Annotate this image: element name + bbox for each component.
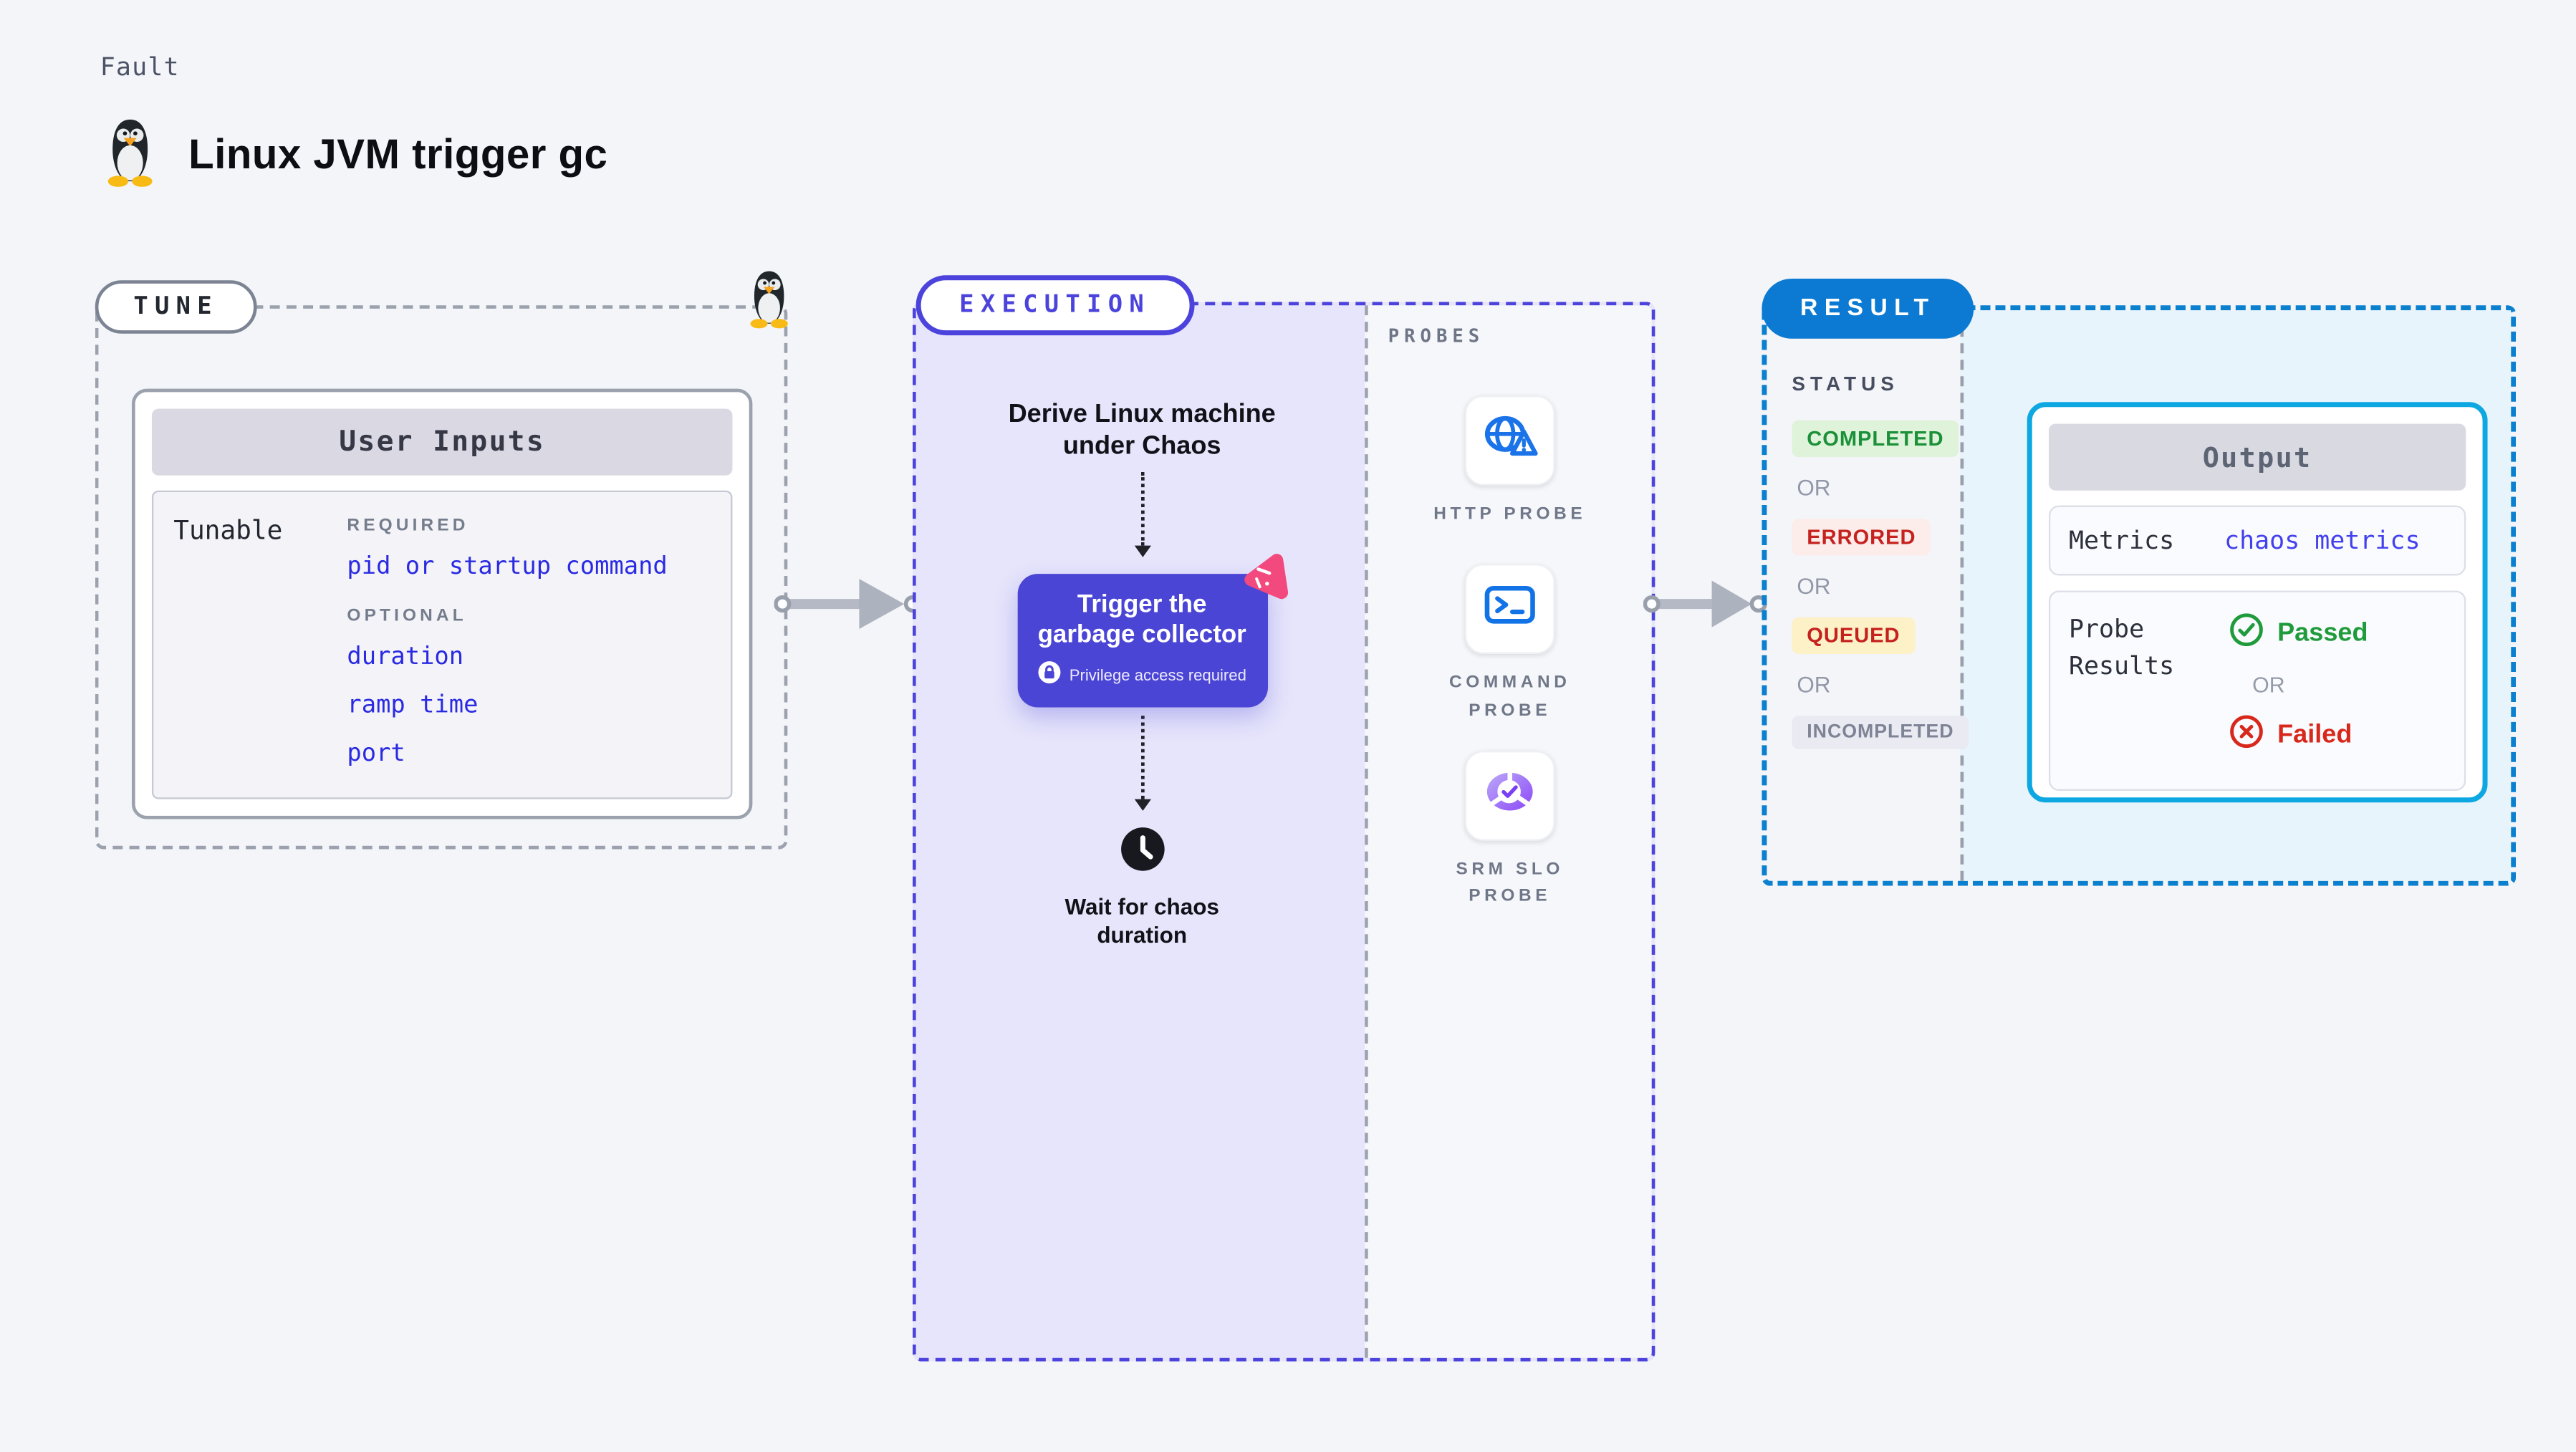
tunable-link: pid or startup command	[347, 554, 668, 581]
flow-arrow-tune-to-execution	[774, 579, 921, 630]
or-label: OR	[1797, 475, 1831, 501]
globe-alert-icon	[1481, 413, 1538, 468]
metrics-value: chaos metrics	[2224, 525, 2421, 556]
probe-item-command: COMMAND PROBE	[1423, 564, 1597, 723]
tunable-link: port	[347, 741, 405, 768]
probe-caption: COMMAND PROBE	[1448, 673, 1571, 721]
or-label: OR	[2252, 672, 2285, 698]
result-section: RESULT STATUS COMPLETED OR ERRORED OR QU…	[1762, 278, 2517, 886]
dotted-connector	[1140, 471, 1144, 546]
status-badge-completed: COMPLETED	[1792, 420, 1959, 458]
output-title: Output	[2049, 423, 2466, 491]
fault-kicker: Fault	[100, 52, 180, 82]
probe-card	[1464, 564, 1555, 655]
optional-label: OPTIONAL	[347, 605, 467, 626]
trigger-gc-title: Trigger the garbage collector	[1037, 590, 1246, 649]
status-badge-errored: ERRORED	[1792, 519, 1931, 556]
status-column: STATUS COMPLETED OR ERRORED OR QUEUED OR…	[1767, 310, 1969, 749]
status-badge-queued: QUEUED	[1792, 617, 1916, 654]
wait-duration-text: Wait for chaos duration	[1064, 893, 1219, 948]
output-card: Output Metrics chaos metrics Probe Resul…	[2027, 402, 2488, 803]
dotted-connector	[1140, 715, 1144, 799]
tunable-table: Tunable REQUIRED pid or startup command …	[151, 490, 733, 799]
flow-arrow-execution-to-result	[1643, 580, 1767, 628]
fault-title-row: Linux JVM trigger gc	[100, 117, 608, 195]
execution-section: EXECUTION Derive Linux machine under Cha…	[912, 275, 1655, 1362]
tune-section: TUNE User Inputs Tunable REQUIRED pid or…	[95, 271, 788, 850]
tune-pill: TUNE	[95, 280, 257, 334]
arrow-down-icon	[1133, 545, 1150, 565]
probe-results-row: Probe Results Passed OR	[2049, 590, 2466, 791]
check-circle-icon	[2229, 612, 2264, 656]
execution-flow: Derive Linux machine under Chaos Trigger…	[916, 305, 1368, 1358]
litmus-chaos-icon	[1241, 552, 1289, 608]
probe-card	[1464, 750, 1555, 841]
user-inputs-title: User Inputs	[151, 408, 733, 476]
derive-machine-text: Derive Linux machine under Chaos	[1008, 400, 1276, 461]
probes-label: PROBES	[1388, 325, 1485, 347]
linux-penguin-icon	[100, 117, 160, 195]
probe-results-label: Probe Results	[2068, 614, 2175, 681]
probe-item-http: HTTP PROBE	[1423, 395, 1597, 528]
linux-penguin-icon	[744, 269, 794, 337]
terminal-icon	[1483, 582, 1537, 636]
passed-label: Passed	[2277, 619, 2368, 648]
failed-label: Failed	[2277, 721, 2352, 749]
x-circle-icon	[2229, 714, 2264, 758]
status-label: STATUS	[1792, 372, 1899, 395]
trigger-gc-node: Trigger the garbage collector Privilege …	[1017, 573, 1267, 707]
or-label: OR	[1797, 574, 1831, 600]
slo-donut-check-icon	[1481, 767, 1538, 824]
probe-caption: SRM SLO PROBE	[1456, 858, 1565, 906]
clock-icon	[1119, 825, 1166, 880]
status-badge-incompleted: INCOMPLETED	[1792, 716, 1969, 749]
result-pill: RESULT	[1762, 278, 1974, 339]
probe-caption: HTTP PROBE	[1433, 504, 1587, 524]
tunable-link: duration	[347, 643, 464, 671]
probes-panel: PROBES	[1365, 305, 1652, 1358]
required-label: REQUIRED	[347, 515, 469, 536]
probe-item-srm-slo: SRM SLO PROBE	[1423, 750, 1597, 910]
page-title: Linux JVM trigger gc	[188, 131, 608, 179]
probe-card	[1464, 395, 1555, 486]
tunable-link: ramp time	[347, 692, 479, 719]
privilege-note: Privilege access required	[1069, 667, 1246, 686]
user-inputs-card: User Inputs Tunable REQUIRED pid or star…	[131, 388, 753, 819]
execution-pill: EXECUTION	[915, 275, 1194, 336]
tunable-row-label: Tunable	[173, 515, 283, 546]
metrics-row: Metrics chaos metrics	[2049, 505, 2466, 576]
arrow-down-icon	[1133, 799, 1150, 819]
or-label: OR	[1797, 672, 1831, 698]
lock-icon	[1037, 660, 1061, 692]
metrics-label: Metrics	[2068, 525, 2175, 556]
